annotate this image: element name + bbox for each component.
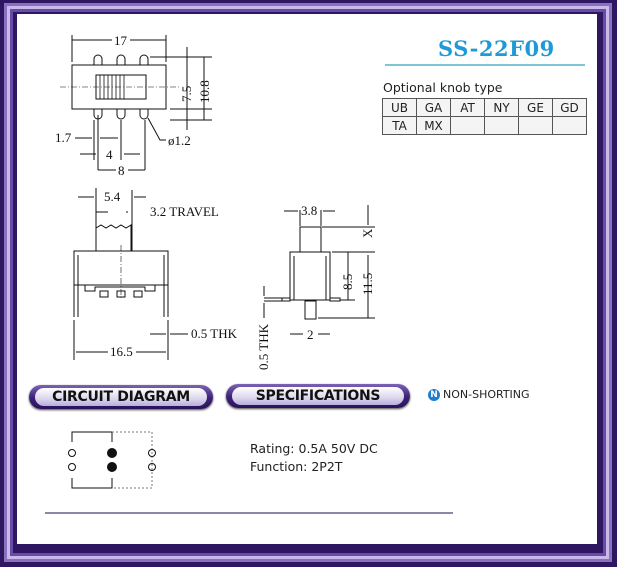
specifications-label: SPECIFICATIONS bbox=[232, 387, 404, 405]
dim-height-10.8: 10.8 bbox=[197, 80, 212, 103]
knob-cell bbox=[450, 116, 485, 135]
front-view-drawing bbox=[73, 188, 188, 360]
circuit-diagram bbox=[68, 431, 156, 489]
dim-3.8: 3.8 bbox=[301, 203, 317, 218]
dim-4: 4 bbox=[106, 147, 113, 162]
dim-8: 8 bbox=[118, 163, 125, 178]
knob-cell: UB bbox=[382, 98, 417, 117]
dim-side-thk: 0.5 THK bbox=[256, 323, 271, 370]
dim-1.7: 1.7 bbox=[55, 130, 72, 145]
side-view-drawing bbox=[263, 205, 375, 335]
dim-5.4: 5.4 bbox=[104, 189, 121, 204]
circuit-diagram-label: CIRCUIT DIAGRAM bbox=[35, 388, 207, 406]
non-shorting-badge: N NON-SHORTING bbox=[428, 388, 530, 401]
knob-cell: TA bbox=[382, 116, 417, 135]
knob-cell: GD bbox=[552, 98, 587, 117]
dim-2: 2 bbox=[307, 327, 314, 342]
dim-travel: 3.2 TRAVEL bbox=[150, 204, 219, 219]
dim-16.5: 16.5 bbox=[110, 344, 133, 359]
dim-length: 17 bbox=[114, 33, 128, 48]
circuit-diagram-header: CIRCUIT DIAGRAM bbox=[29, 385, 213, 409]
knob-cell: NY bbox=[484, 98, 519, 117]
title-divider bbox=[385, 64, 585, 66]
top-view-drawing bbox=[60, 35, 212, 171]
dim-thk: 0.5 THK bbox=[191, 326, 238, 341]
bottom-divider bbox=[45, 512, 453, 514]
spec-function: Function: 2P2T bbox=[250, 459, 343, 474]
knob-cell: GE bbox=[518, 98, 553, 117]
knob-cell: AT bbox=[450, 98, 485, 117]
model-title: SS-22F09 bbox=[438, 36, 555, 61]
dim-x: X bbox=[360, 228, 375, 238]
knob-cell: GA bbox=[416, 98, 451, 117]
knob-cell bbox=[552, 116, 587, 135]
spec-rating: Rating: 0.5A 50V DC bbox=[250, 441, 378, 456]
knob-cell bbox=[484, 116, 519, 135]
non-shorting-label: NON-SHORTING bbox=[443, 388, 530, 401]
dim-11.5: 11.5 bbox=[360, 273, 375, 295]
dim-pin-diameter: ø1.2 bbox=[168, 133, 191, 148]
non-shorting-icon: N bbox=[428, 388, 440, 401]
knob-type-label: Optional knob type bbox=[383, 80, 503, 95]
dim-height-7.5: 7.5 bbox=[179, 86, 194, 102]
dim-8.5: 8.5 bbox=[340, 274, 355, 290]
specifications-header: SPECIFICATIONS bbox=[226, 384, 410, 408]
knob-cell bbox=[518, 116, 553, 135]
knob-cell: MX bbox=[416, 116, 451, 135]
